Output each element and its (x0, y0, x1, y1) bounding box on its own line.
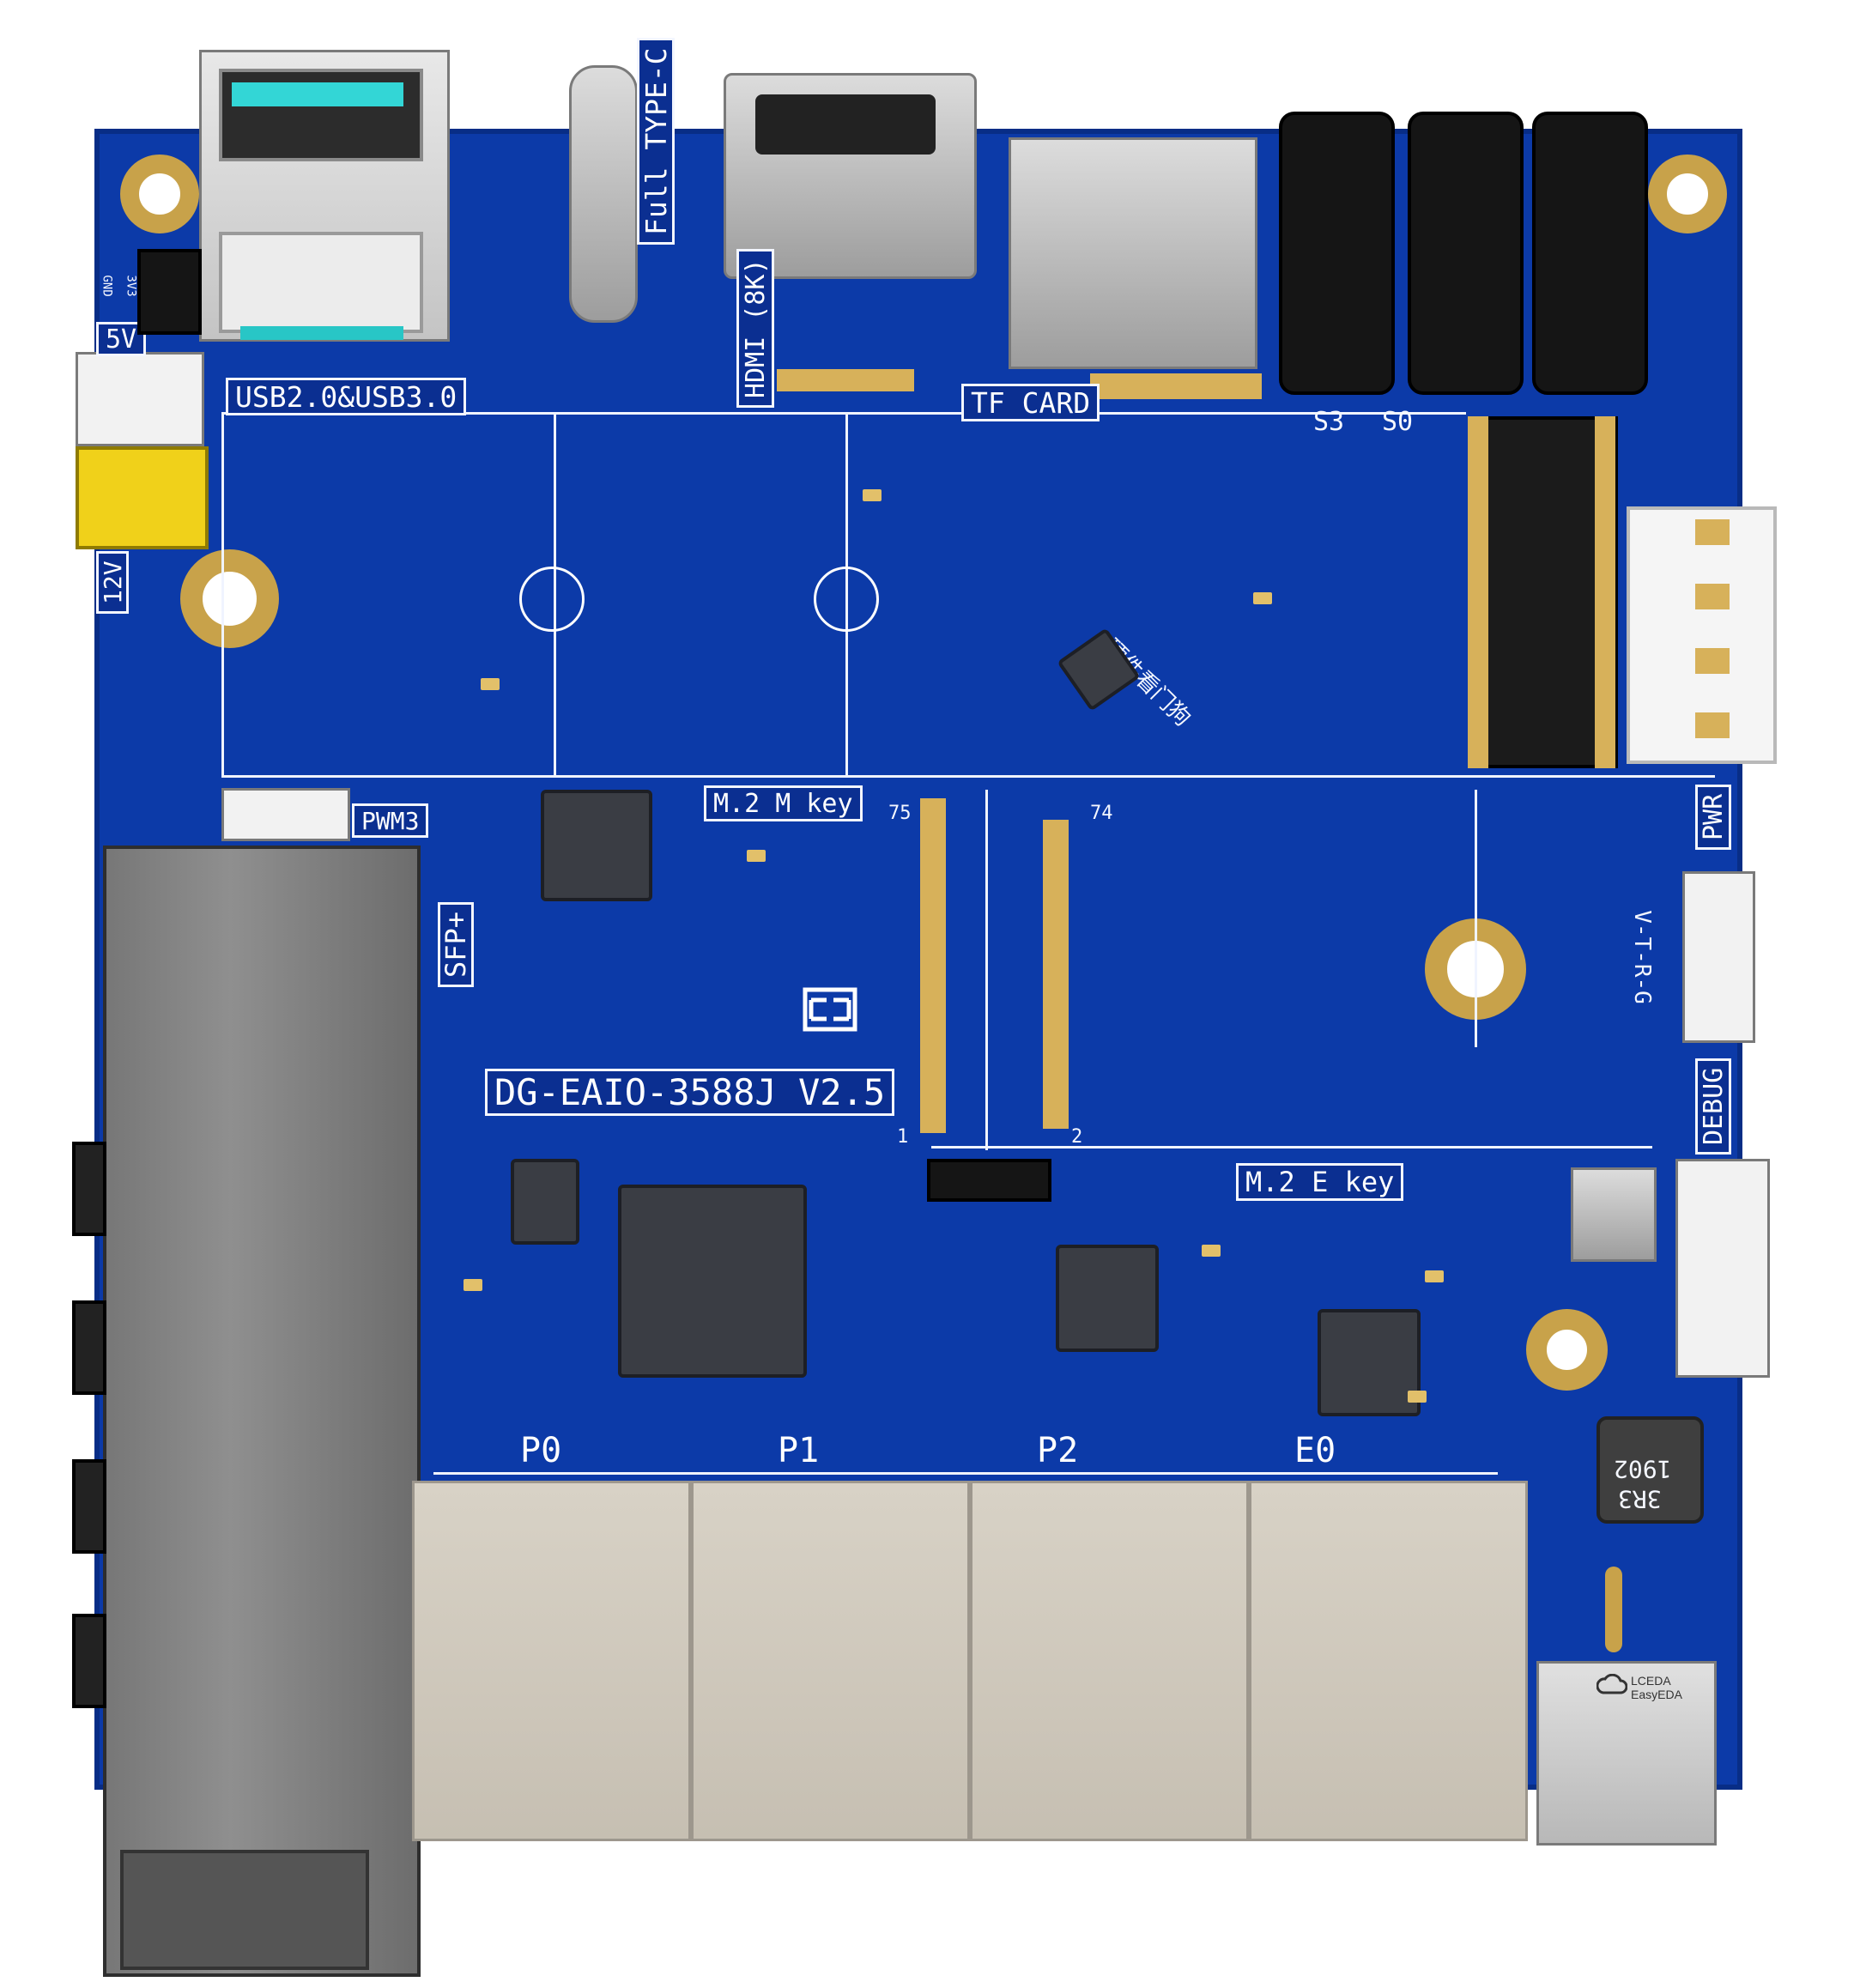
section-line (931, 1146, 1652, 1149)
vtrg-label: V-T-R-G (1628, 910, 1655, 1004)
rj45-port-p1 (691, 1481, 970, 1841)
pwm3-label: PWM3 (352, 803, 429, 838)
pwm3-fan-header (221, 788, 350, 841)
sata-connector (1532, 112, 1648, 395)
eth-port-label: E0 (1294, 1431, 1336, 1470)
section-line (985, 790, 988, 1150)
section-line (221, 412, 1466, 415)
gnd-label: GND (100, 275, 114, 297)
tf-card-pins (1090, 373, 1262, 399)
debug-label: DEBUG (1695, 1058, 1731, 1155)
5v-fan-header (76, 352, 204, 446)
antenna-wire (1605, 1567, 1622, 1652)
mounting-hole (180, 549, 279, 648)
smd-component (1408, 1391, 1427, 1403)
pin2-label: 2 (1071, 1126, 1083, 1148)
usb2-tongue (240, 326, 403, 340)
side-led (72, 1614, 106, 1708)
lceda-text: LCEDA (1631, 1674, 1671, 1688)
section-line (221, 775, 1715, 778)
type-c-connector (569, 65, 638, 323)
section-line (1475, 790, 1477, 1047)
type-c-label: Full TYPE-C (637, 38, 675, 245)
smd-component (1253, 592, 1272, 604)
easyeda-text: EasyEDA (1631, 1688, 1682, 1701)
rj45-port-e0 (1249, 1481, 1528, 1841)
eth-port-label: P0 (520, 1431, 562, 1470)
smd-component (481, 678, 500, 690)
sfp-label: SFP+ (438, 901, 474, 987)
hdmi-pin-row (777, 369, 914, 391)
eth-port-label: P2 (1037, 1431, 1079, 1470)
m2-m-key-pins (1468, 416, 1488, 768)
m2-standoff-ring (519, 567, 585, 632)
debug-uart-connector (1682, 871, 1755, 1043)
m2-standoff-ring (814, 567, 879, 632)
hdmi-label: HDMI (8K) (736, 249, 774, 408)
pwr-pin (1695, 519, 1730, 545)
mounting-hole (1526, 1309, 1608, 1391)
m2-e-key-pins (920, 798, 946, 1133)
tf-card-label: TF CARD (961, 384, 1100, 421)
m2-e-key-pins (1043, 820, 1069, 1129)
usb-label: USB2.0&USB3.0 (226, 378, 467, 415)
inductor-code-b: 3R3 (1618, 1485, 1662, 1513)
sfp-cage-latch (120, 1850, 369, 1970)
lceda-cloud-icon (1596, 1674, 1627, 1694)
aux-power-connector (1675, 1159, 1770, 1378)
smd-component (747, 850, 766, 862)
hdmi-opening (755, 94, 936, 155)
sata-s0-label: S0 (1382, 407, 1414, 437)
12v-label: 12V (96, 551, 129, 614)
smd-component (464, 1279, 482, 1291)
3v3-label: 3V3 (124, 275, 138, 297)
m2-m-key-pins (1595, 416, 1615, 768)
phy-chip (1056, 1245, 1159, 1352)
eth-port-label: P1 (778, 1431, 820, 1470)
sata-connector (1279, 112, 1395, 395)
board-model-label: DG-EAIO-3588J V2.5 (485, 1069, 895, 1116)
network-controller-chip (541, 790, 652, 901)
pwr-label: PWR (1695, 784, 1731, 850)
eeprom-chip (511, 1159, 579, 1245)
mounting-hole (120, 155, 199, 233)
usb2-port (219, 232, 423, 333)
rj45-port-p2 (970, 1481, 1249, 1841)
sata-s3-label: S3 (1313, 407, 1345, 437)
section-line (221, 412, 224, 775)
pin75-label: 75 (888, 803, 912, 824)
m2-m-key-label: M.2 M key (704, 785, 863, 821)
sfp-cage (103, 846, 421, 1977)
5v-label: 5V (96, 322, 147, 356)
3pin-jumper (927, 1159, 1051, 1202)
m2-e-key-label: M.2 E key (1236, 1163, 1404, 1201)
pwr-pin (1695, 648, 1730, 674)
smd-component (863, 489, 882, 501)
coax-shield-block (1536, 1661, 1717, 1846)
power-inductor (1596, 1416, 1704, 1524)
inductor-code-a: 1902 (1614, 1455, 1672, 1483)
tf-card-slot (1009, 137, 1257, 369)
side-led (72, 1459, 106, 1554)
m2-m-key-socket (1468, 416, 1618, 768)
smd-component (1202, 1245, 1221, 1257)
side-led (72, 1142, 106, 1236)
pwr-pin (1695, 712, 1730, 738)
inductor (1571, 1167, 1657, 1262)
pwr-pin (1695, 584, 1730, 609)
phy-chip (1318, 1309, 1421, 1416)
eth-label-line (433, 1472, 1498, 1475)
rj45-port-p0 (412, 1481, 691, 1841)
sata-connector (1408, 112, 1524, 395)
side-led (72, 1300, 106, 1395)
mounting-hole (1648, 155, 1727, 233)
usb3-tongue (232, 82, 403, 106)
12v-power-connector (76, 446, 209, 549)
board-logo-icon (803, 987, 857, 1032)
pin1-label: 1 (897, 1126, 909, 1148)
debug-pin-header (137, 249, 202, 335)
main-soc-chip (618, 1185, 807, 1378)
pin74-label: 74 (1090, 803, 1113, 824)
smd-component (1425, 1270, 1444, 1282)
